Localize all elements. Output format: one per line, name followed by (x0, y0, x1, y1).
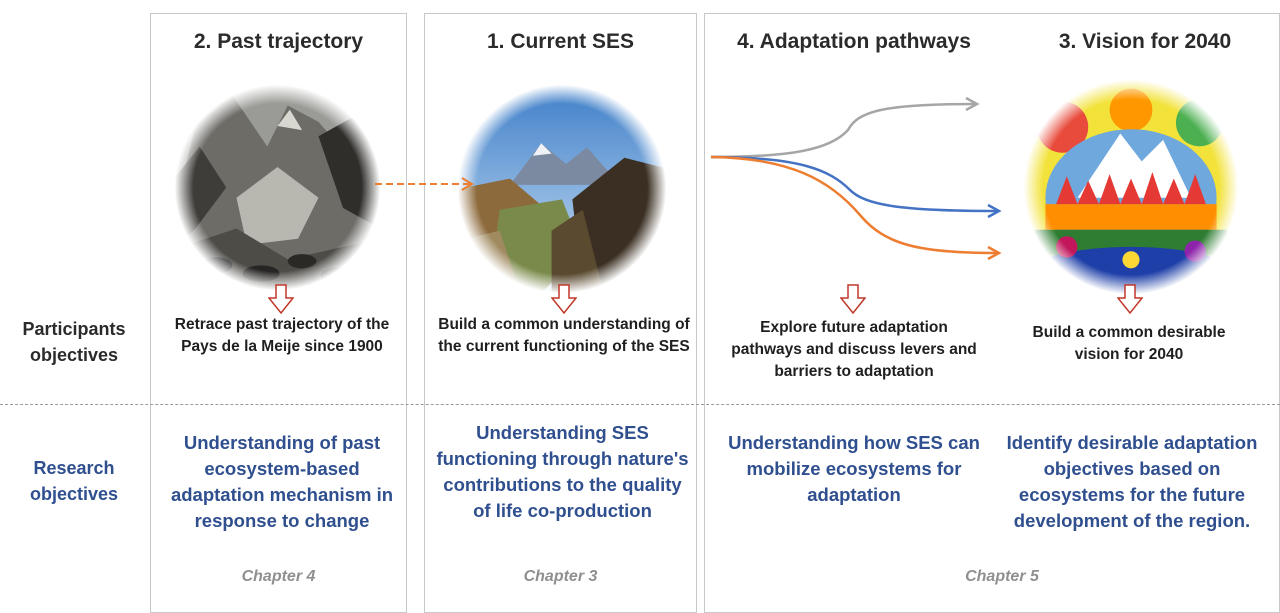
research-objective-current: Understanding SES functioning through na… (436, 422, 689, 521)
participants-objective-current: Build a common understanding of the curr… (438, 316, 690, 355)
stage-title-adaptation-pathways: 4. Adaptation pathways (737, 30, 971, 53)
chapter-label-current: Chapter 3 (523, 568, 598, 585)
stage-title-past-trajectory: 2. Past trajectory (193, 30, 364, 53)
participants-objective-vision: Build a common desirable vision for 2040 (1032, 324, 1226, 363)
research-objective-vision: Identify desirable adaptation objectives… (1006, 432, 1258, 531)
down-arrow-vision (1117, 284, 1143, 314)
section-divider (0, 404, 1280, 405)
chapter-label-past: Chapter 4 (241, 568, 316, 585)
down-arrow-pathways (840, 284, 866, 314)
stage-title-vision-2040: 3. Vision for 2040 (1058, 30, 1232, 53)
past-valley-photo (175, 85, 380, 290)
research-objective-pathways: Understanding how SES can mobilize ecosy… (728, 432, 980, 505)
participants-objective-pathways: Explore future adaptation pathways and d… (731, 319, 977, 380)
down-arrow-past (268, 284, 294, 314)
current-valley-photo (458, 85, 666, 293)
vision-painting-photo (1024, 80, 1238, 294)
research-objectives-label: Research objectives (29, 458, 119, 504)
chapter-label-future: Chapter 5 (965, 568, 1039, 585)
participants-objective-past: Retrace past trajectory of the Pays de l… (174, 316, 390, 355)
stage-title-current-ses: 1. Current SES (486, 30, 635, 53)
down-arrow-current (551, 284, 577, 314)
research-objective-past: Understanding of past ecosystem-based ad… (170, 432, 394, 531)
participants-objectives-label: Participants objectives (22, 319, 126, 365)
